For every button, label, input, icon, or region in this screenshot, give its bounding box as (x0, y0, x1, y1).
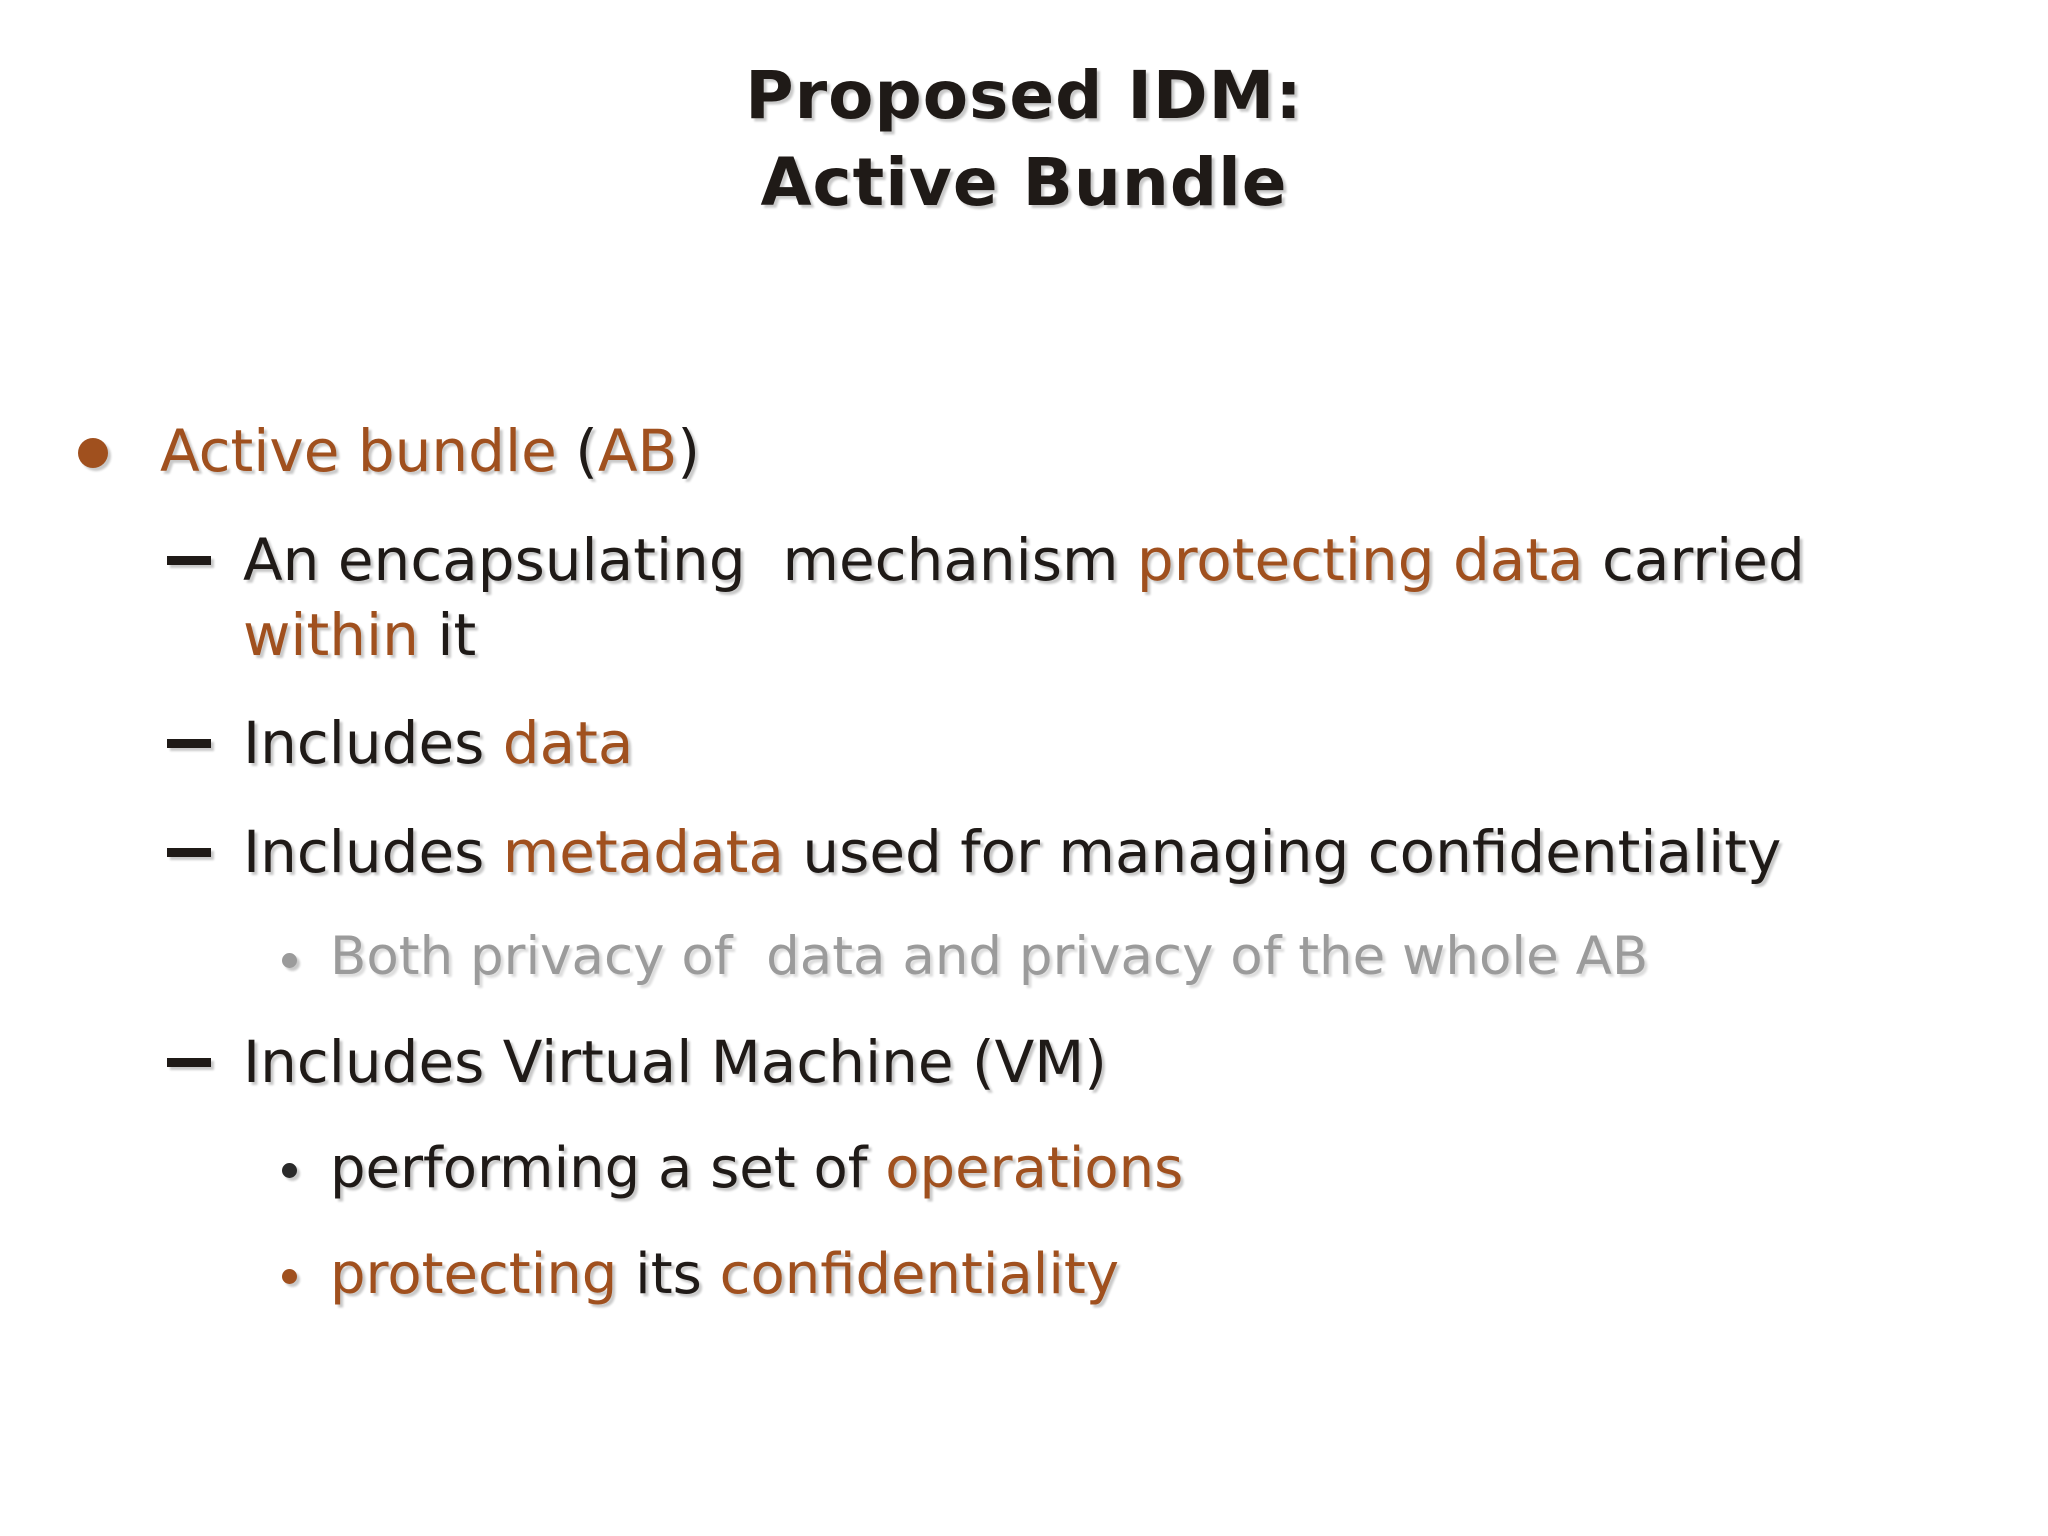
bullet-includes-metadata: Includes metadata used for managing conf… (0, 815, 2048, 890)
dash-icon (167, 847, 211, 857)
bullet-includes-vm: Includes Virtual Machine (VM) (0, 1025, 2048, 1100)
bullet-includes-data: Includes data (0, 706, 2048, 781)
text-segment: data (502, 709, 634, 778)
bullet-text: Includes Virtual Machine (VM) (243, 1025, 1107, 1100)
bullet-marker (282, 1133, 330, 1179)
bullet-marker (282, 1239, 330, 1285)
text-segment: used for managing confidentiality (783, 817, 1782, 886)
bullet-performing-operations: performing a set of operations (0, 1133, 2048, 1206)
dash-icon (167, 739, 211, 749)
text-segment: its (617, 1242, 720, 1308)
text-segment: Both privacy of data and privacy of the … (330, 926, 1649, 988)
text-segment: it (418, 601, 477, 669)
slide-title: Proposed IDM: Active Bundle (745, 57, 1303, 222)
bullet-marker (282, 923, 330, 969)
text-segment: An encapsulating mechanism (243, 525, 1137, 594)
text-segment: ( (575, 417, 598, 486)
bullet-protecting-confidentiality: protecting its confidentiality (0, 1239, 2048, 1312)
text-segment: protecting (330, 1242, 618, 1308)
text-segment: performing a set of (330, 1136, 886, 1202)
text-segment: Active bundle (160, 417, 576, 486)
text-segment: within (243, 601, 419, 669)
dash-icon (167, 555, 211, 565)
bullet-marker (167, 815, 243, 857)
text-segment: Includes (243, 709, 503, 778)
text-segment: Includes Virtual Machine (VM) (243, 1028, 1107, 1097)
text-segment: metadata (502, 817, 784, 886)
text-segment: carried (1602, 525, 1805, 594)
bullet-marker (78, 414, 160, 469)
bullet-both-privacy: Both privacy of data and privacy of the … (0, 923, 2048, 992)
text-segment: protecting data (1136, 525, 1584, 594)
text-segment: operations (885, 1136, 1184, 1202)
bullet-dot-icon (282, 1163, 297, 1179)
bullet-text: protecting its confidentiality (330, 1239, 1119, 1312)
text-segment: confidentiality (719, 1242, 1120, 1308)
bullet-dot-icon (78, 438, 108, 469)
bullet-text: An encapsulating mechanism protecting da… (243, 523, 1805, 674)
bullet-text: Includes metadata used for managing conf… (243, 815, 1781, 890)
bullet-marker (167, 1025, 243, 1068)
text-segment: AB (597, 417, 678, 486)
text-segment: ) (677, 417, 700, 486)
dash-icon (167, 1058, 211, 1068)
bullet-encapsulating-mechanism: An encapsulating mechanism protecting da… (0, 523, 2048, 674)
bullet-active-bundle: Active bundle (AB) (0, 414, 2048, 489)
bullet-dot-icon (282, 953, 297, 969)
bullet-dot-icon (282, 1269, 297, 1285)
bullet-marker (167, 523, 243, 565)
bullet-marker (167, 706, 243, 749)
text-segment: Includes (243, 817, 503, 886)
slide-body: Active bundle (AB) An encapsulating mech… (0, 414, 2048, 1312)
bullet-text: Active bundle (AB) (160, 414, 700, 489)
bullet-text: performing a set of operations (330, 1133, 1183, 1206)
bullet-text: Both privacy of data and privacy of the … (330, 923, 1648, 992)
bullet-text: Includes data (243, 706, 633, 781)
